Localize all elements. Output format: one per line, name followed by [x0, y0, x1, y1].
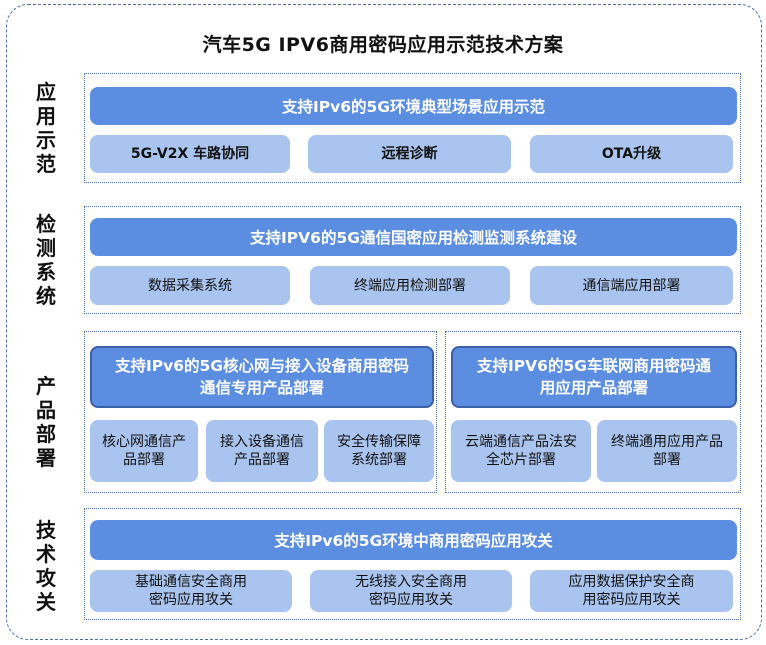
- item-remote-diagnosis: 远程诊断: [308, 135, 511, 173]
- panel-detection: [84, 206, 741, 314]
- section-label-application: 应用示范: [22, 80, 70, 176]
- section-label-text: 技术攻关: [36, 518, 56, 614]
- header-application: 支持IPv6的5G环境典型场景应用示范: [90, 87, 737, 125]
- header-research: 支持IPv6的5G环境中商用密码应用攻关: [90, 520, 737, 560]
- item-terminal-detection: 终端应用检测部署: [310, 266, 510, 305]
- item-basic-comm: 基础通信安全商用密码应用攻关: [90, 570, 292, 612]
- header-product-right: 支持IPV6的5G车联网商用密码通用应用产品部署: [451, 346, 737, 408]
- item-v2x: 5G-V2X 车路协同: [90, 135, 290, 173]
- section-label-text: 产品部署: [36, 374, 56, 470]
- item-data-collection: 数据采集系统: [90, 266, 290, 305]
- item-comm-deployment: 通信端应用部署: [530, 266, 733, 305]
- panel-research: [84, 508, 741, 620]
- section-label-product: 产品部署: [22, 374, 70, 470]
- diagram-title: 汽车5G IPV6商用密码应用示范技术方案: [202, 34, 564, 56]
- panel-product-right: [445, 331, 741, 493]
- item-core-network: 核心网通信产品部署: [90, 420, 198, 482]
- diagram-frame: [6, 4, 762, 640]
- panel-application: [84, 73, 741, 183]
- item-ota: OTA升级: [530, 135, 733, 173]
- section-label-detection: 检测系统: [22, 212, 70, 308]
- header-detection: 支持IPV6的5G通信国密应用检测监测系统建设: [90, 218, 737, 256]
- section-label-text: 应用示范: [36, 80, 56, 176]
- item-access-device: 接入设备通信产品部署: [206, 420, 318, 482]
- panel-product-left: [84, 331, 437, 493]
- item-wireless-access: 无线接入安全商用密码应用攻关: [310, 570, 512, 612]
- item-cloud-chip: 云端通信产品法安全芯片部署: [451, 420, 591, 482]
- header-product-left: 支持IPv6的5G核心网与接入设备商用密码通信专用产品部署: [90, 346, 434, 408]
- item-secure-transport: 安全传输保障系统部署: [324, 420, 434, 482]
- item-terminal-product: 终端通用应用产品部署: [597, 420, 737, 482]
- section-label-text: 检测系统: [36, 212, 56, 308]
- section-label-research: 技术攻关: [22, 518, 70, 614]
- item-data-protection: 应用数据保护安全商用密码应用攻关: [530, 570, 733, 612]
